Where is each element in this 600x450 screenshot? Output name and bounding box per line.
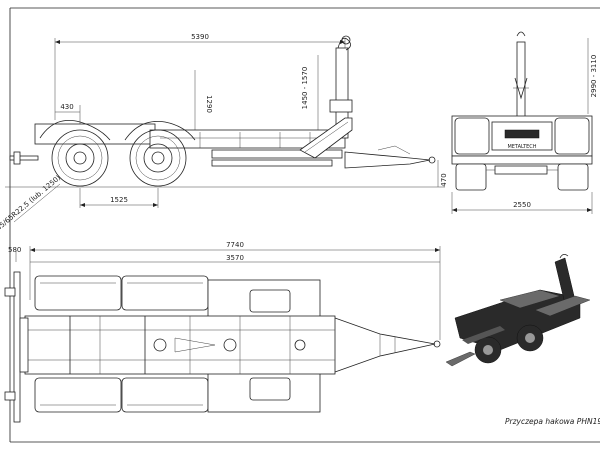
dim-rear-overhang: 580 (8, 246, 21, 254)
rear-hook-post (516, 41, 526, 118)
dim-drawbar-height: 470 (440, 173, 448, 186)
dim-overall-length: 5390 (191, 33, 209, 41)
tire-spec-label: 445/65R22,5 (lub. 1250) (0, 174, 62, 235)
front-fender (39, 119, 111, 141)
render-3d (445, 254, 591, 367)
top-tire-2 (121, 275, 209, 311)
drawbar (344, 151, 431, 169)
render-drawbar (445, 351, 476, 367)
top-tire-4 (121, 377, 209, 413)
wheel-rear (129, 129, 187, 187)
lower-frame (211, 149, 343, 159)
dim-rear-height: 2990 - 3110 (590, 55, 598, 98)
dim-total-length: 7740 (226, 241, 244, 249)
top-tire-3 (34, 377, 122, 413)
side-view: 5390 430 1290 1450 - 1570 (0, 33, 448, 235)
top-main-frame (24, 315, 336, 375)
rear-tire-right (554, 117, 590, 155)
main-frame (149, 129, 346, 149)
top-drawbar (334, 317, 436, 373)
dim-rear-width: 2550 (513, 201, 531, 209)
dim-frame-length: 3570 (226, 254, 244, 262)
rear-view: METALTECH 2550 2990 - 3110 (451, 31, 598, 214)
rear-bumper (9, 155, 39, 161)
dim-deck-height: 1290 (205, 95, 213, 113)
rear-badge-plate (504, 129, 540, 139)
top-tire-1 (34, 275, 122, 311)
drawing-caption: Przyczepa hakowa PHN19 (505, 417, 600, 426)
dim-hook-height: 1450 - 1570 (301, 67, 309, 110)
dim-axle-spacing: 1525 (110, 196, 128, 204)
dim-front-offset: 430 (60, 103, 73, 111)
rear-fender (124, 121, 196, 141)
wheel-front (51, 129, 109, 187)
rear-lower-tire-right (557, 163, 589, 191)
rear-lower-tire-left (455, 163, 487, 191)
rear-tire-left (454, 117, 490, 155)
hook (337, 37, 351, 51)
top-view: 580 7740 3570 (4, 241, 441, 423)
rear-badge-text: METALTECH (507, 144, 536, 150)
